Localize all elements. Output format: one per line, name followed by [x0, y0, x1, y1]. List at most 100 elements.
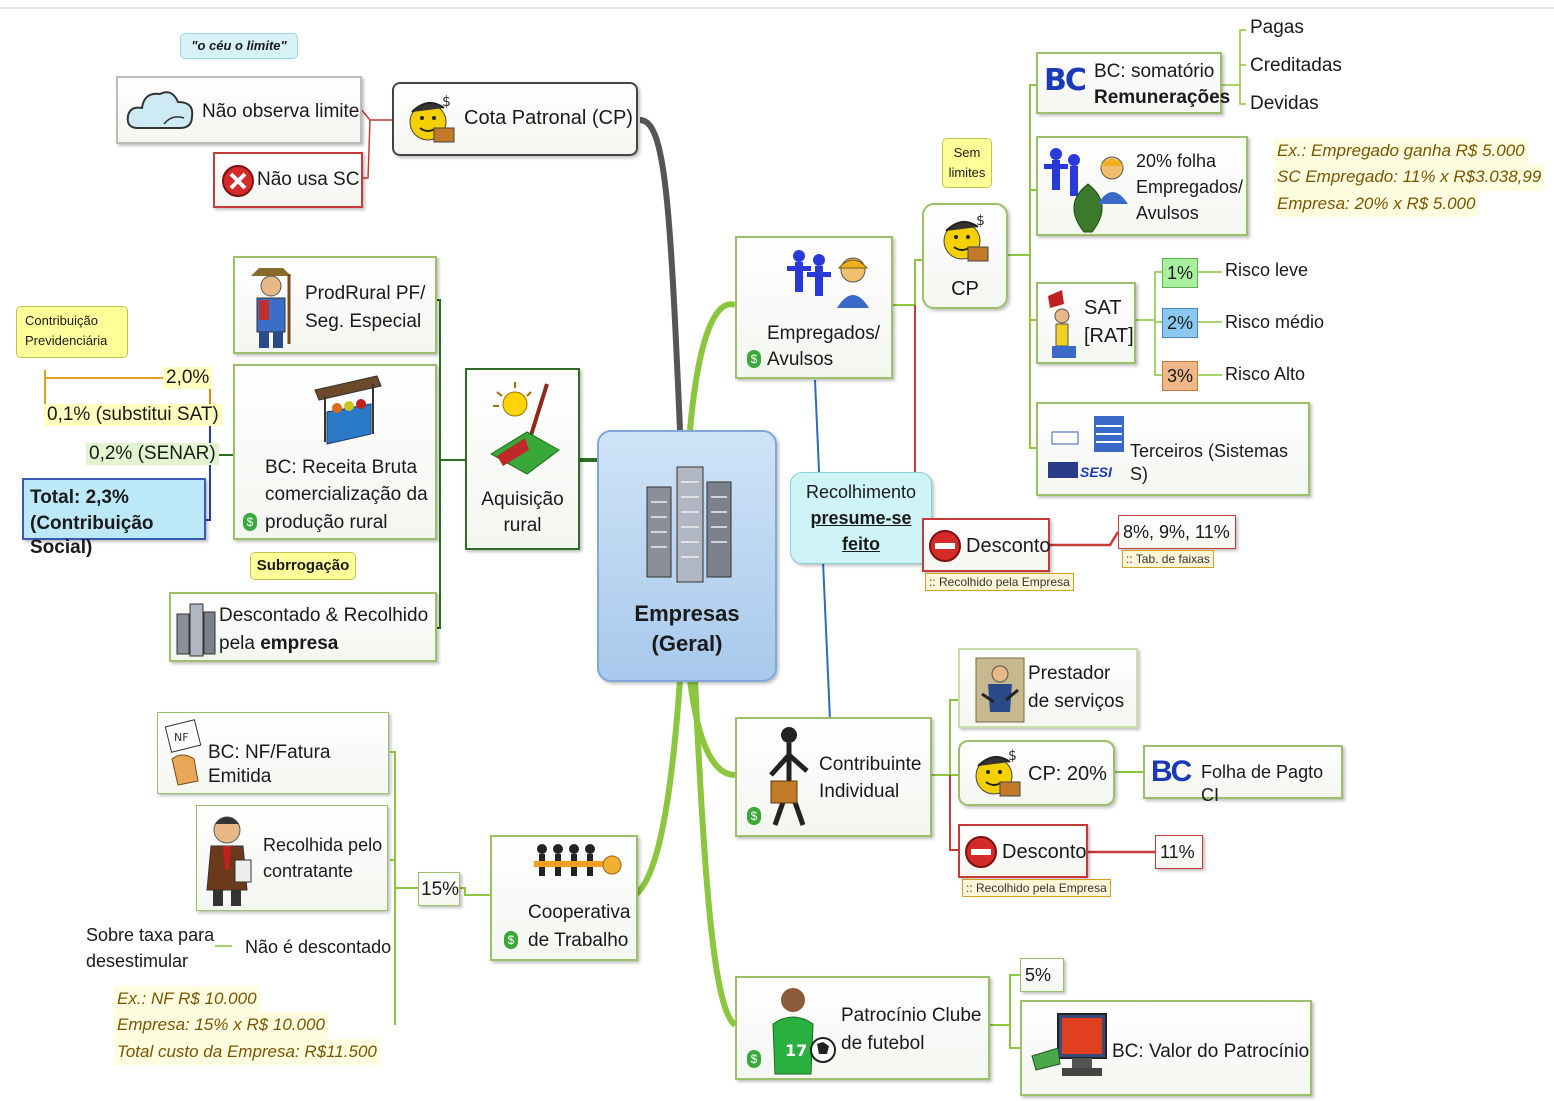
faixas-rates-node[interactable]: 8%, 9%, 11% [1118, 515, 1236, 549]
patrocinio-node[interactable]: 17 $ Patrocínio Clube de futebol [735, 976, 990, 1080]
ci-11pct-label: 11% [1160, 842, 1195, 862]
cp-node[interactable]: $ CP [922, 203, 1008, 309]
bc-receita-line1: BC: Receita Bruta [265, 457, 418, 478]
cp-label: CP [951, 278, 979, 300]
nf-fatura-label: BC: NF/Fatura Emitida [208, 742, 331, 787]
market-stall-icon [314, 375, 382, 445]
patrocinio-5pct-node[interactable]: 5% [1020, 958, 1064, 992]
farmer-icon [251, 268, 291, 348]
cooperativa-line1: Cooperativa [528, 902, 631, 923]
workers-leaf-icon [1044, 148, 1128, 233]
folha-pagto-ci-node[interactable]: BC Folha de Pagto CI [1143, 745, 1343, 805]
emp-ex1: Ex.: Empregado ganha R$ 5.000 [1274, 138, 1528, 165]
cota-patronal-node[interactable]: $ Cota Patronal (CP) [392, 82, 638, 156]
descontado-line2: pela empresa [219, 632, 338, 656]
sat-rat-node[interactable]: SAT [RAT] [1036, 282, 1136, 364]
risco-3pct-badge: 3% [1162, 361, 1198, 391]
risco-leve-label: Risco leve [1225, 260, 1309, 280]
sem-limites-callout: Sem limites [942, 138, 992, 188]
callout-line1: Contribuição [25, 313, 98, 328]
patrocinio-5pct-label: 5% [1025, 965, 1052, 985]
recolhida-contratante-node[interactable]: Recolhida pelo contratante [196, 805, 388, 911]
valor-patrocinio-node[interactable]: BC: Valor do Patrocínio [1020, 1000, 1312, 1096]
bc-somatorio-node[interactable]: BC BC: somatório Remunerações [1036, 52, 1230, 114]
folha-20pct-node[interactable]: 20% folha Empregados/ Avulsos [1036, 136, 1248, 236]
small-buildings-icon [176, 603, 216, 657]
cp-20pct-label: CP: 20% [1028, 763, 1107, 785]
total-line1: Total: 2,3% [30, 487, 129, 508]
contribuinte-line1: Contribuinte [819, 754, 922, 775]
bc-logo-icon: BC [1044, 63, 1087, 98]
total-line2: (Contribuição Social) [30, 513, 154, 558]
total-contribuicao-node[interactable]: Total: 2,3% (Contribuição Social) [22, 478, 206, 558]
cooperativa-line2: de Trabalho [528, 930, 629, 951]
sem-limites-line1: Sem [953, 145, 981, 160]
central-topic-line2: (Geral) [651, 631, 723, 656]
dollar-badge-icon: $ [243, 513, 257, 531]
cooperativa-rate-node[interactable]: 15% [418, 872, 460, 906]
central-topic-node[interactable]: Empresas (Geral) [597, 430, 777, 682]
prodrural-node[interactable]: ProdRural PF/ Seg. Especial [233, 256, 437, 354]
risco-2pct-badge: 2% [1162, 308, 1198, 338]
descontado-pela: pela [219, 633, 261, 654]
folha-line3: Avulsos [1136, 203, 1199, 223]
cooperativa-rate: 15% [421, 879, 460, 900]
folha-line1: 20% folha [1136, 151, 1217, 171]
sem-limites-line2: limites [948, 165, 986, 180]
recolhida-line1: Recolhida pelo [263, 835, 383, 855]
terceiros-label: Terceiros (Sistemas S) [1130, 441, 1289, 484]
ceu-limite-callout: "o céu o limite" [180, 33, 298, 59]
valor-patrocinio-label: BC: Valor do Patrocínio [1112, 1041, 1310, 1062]
ci-11pct-node[interactable]: 11% [1155, 835, 1203, 869]
aquisicao-rural-line2: rural [503, 515, 542, 536]
stop-icon [965, 836, 997, 868]
safety-icon [1048, 290, 1076, 358]
central-topic-line1: Empresas [634, 601, 740, 626]
nao-usa-sc-label: Não usa SC [257, 169, 360, 190]
sistema-s-logos-icon [1048, 416, 1124, 478]
nf-fatura-node[interactable]: NF BC: NF/Fatura Emitida [157, 712, 389, 794]
rate-02pct: 0,2% (SENAR) [86, 443, 219, 465]
desconto-empregados-label: Desconto [966, 535, 1051, 557]
empregados-avulsos-node[interactable]: Empregados/ $ Avulsos [735, 236, 893, 379]
cp-20pct-node[interactable]: $ CP: 20% [958, 740, 1115, 806]
prestador-servicos-node[interactable]: Prestador de serviços [958, 648, 1138, 728]
cloud-icon [126, 91, 194, 129]
bc-somatorio-line2: Remunerações [1094, 87, 1231, 108]
risco-medio-label: Risco médio [1225, 312, 1325, 332]
jersey-number: 17 [785, 1041, 807, 1060]
callout-line2: Previdenciária [25, 333, 108, 348]
nao-descontado-label: Não é descontado [245, 937, 392, 957]
subrogacao-callout: Subrrogação [250, 552, 356, 580]
subrogacao-text: Subrrogação [256, 557, 350, 574]
descontado-line1: Descontado & Recolhido [219, 605, 429, 626]
money-person-icon: $ [409, 94, 455, 143]
nao-observa-limite-node[interactable]: Não observa limite [116, 76, 362, 144]
cooperativa-node[interactable]: Cooperativa $ de Trabalho [490, 835, 638, 961]
sat-line1: SAT [1084, 297, 1122, 319]
risco-1pct-badge: 1% [1162, 258, 1198, 288]
desconto-empregados-node[interactable]: Desconto [922, 518, 1051, 572]
aquisicao-rural-node[interactable]: Aquisição rural [465, 368, 580, 550]
contribuicao-previdenciaria-callout: Contribuição Previdenciária [16, 306, 128, 358]
folha-pagto-label: Folha de Pagto CI [1201, 762, 1324, 805]
nao-usa-sc-node[interactable]: Não usa SC [213, 152, 363, 208]
bc-receita-line3: produção rural [265, 512, 388, 533]
recolhimento-line2: presume-se [810, 508, 912, 528]
coop-ex3: Total custo da Empresa: R$11.500 [114, 1038, 380, 1066]
soccer-player-icon: 17 [772, 988, 836, 1075]
bc-receita-bruta-node[interactable]: BC: Receita Bruta comercialização da $ p… [233, 364, 437, 540]
desconto-ci-node[interactable]: Desconto [958, 824, 1088, 878]
recolhido-empresa-tag: :: Recolhido pela Empresa [925, 573, 1074, 591]
contribuinte-individual-node[interactable]: $ Contribuinte Individual [735, 717, 932, 837]
risco-alto-label: Risco Alto [1225, 364, 1306, 384]
empregados-example: Ex.: Empregado ganha R$ 5.000 SC Emprega… [1274, 138, 1545, 218]
descontado-recolhido-node[interactable]: Descontado & Recolhido pela empresa [169, 592, 437, 662]
terceiros-node[interactable]: SESI Terceiros (Sistemas S) [1036, 402, 1310, 496]
businessman-icon [206, 816, 252, 906]
faixas-rates-label: 8%, 9%, 11% [1123, 522, 1230, 542]
recolhido-empresa-ci-tag: :: Recolhido pela Empresa [962, 879, 1111, 897]
recolhimento-node[interactable]: Recolhimento presume-se feito [790, 472, 932, 564]
tab-faixas-tag: :: Tab. de faixas [1122, 550, 1214, 568]
